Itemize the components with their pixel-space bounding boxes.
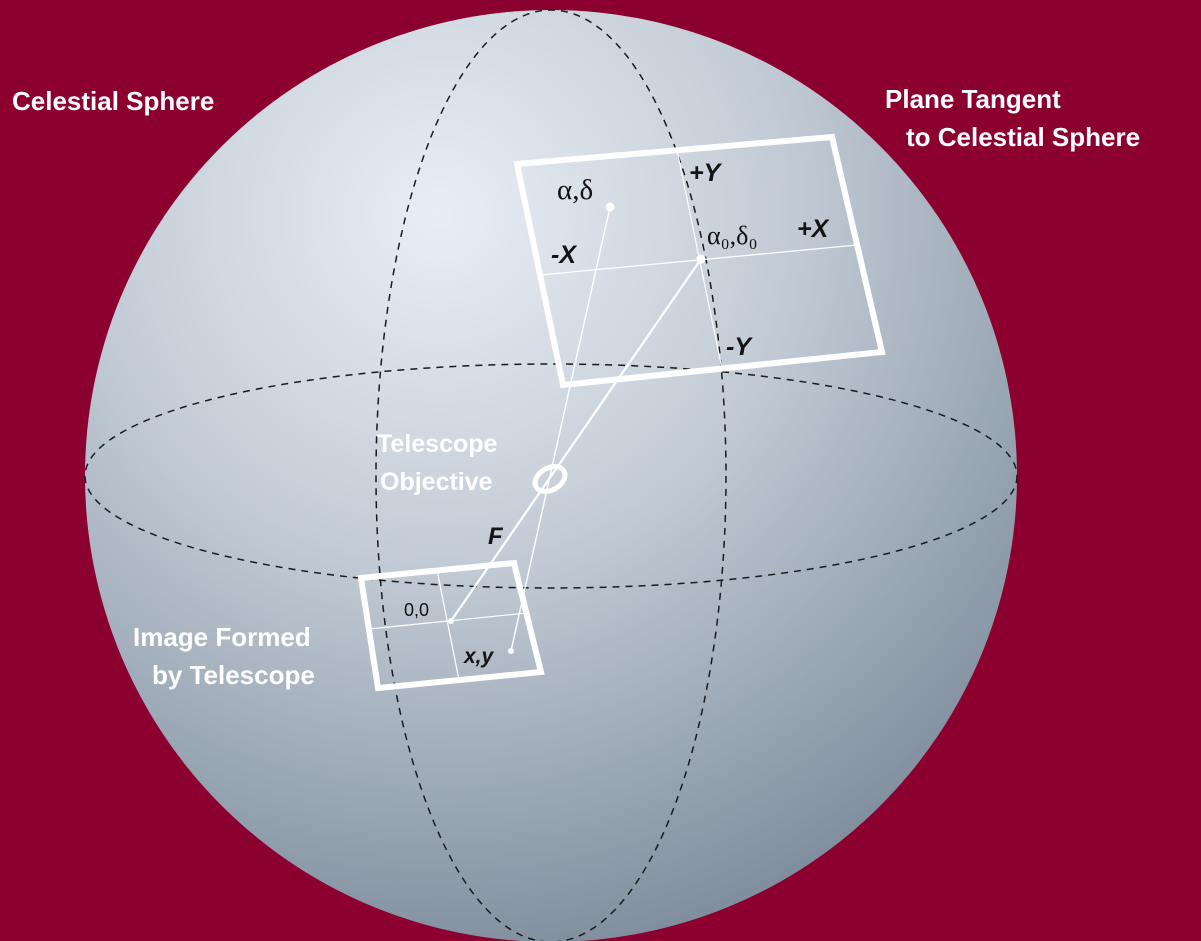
focal-length-label: F bbox=[488, 523, 504, 550]
minus-x-label: -X bbox=[551, 241, 577, 269]
telescope-label-line2: Objective bbox=[380, 468, 493, 496]
celestial-sphere-label: Celestial Sphere bbox=[12, 86, 214, 116]
image-point bbox=[508, 648, 514, 654]
origin-label: 0,0 bbox=[404, 600, 429, 620]
star-coords-label: α,δ bbox=[557, 174, 593, 206]
meridian-line bbox=[375, 9, 727, 941]
tangent-plane-label-line1: Plane Tangent bbox=[885, 84, 1061, 114]
image-label-line1: Image Formed bbox=[133, 622, 311, 652]
center-coords-label: α₀,δ₀ bbox=[707, 221, 758, 250]
telescope-objective-icon bbox=[532, 464, 568, 494]
image-point-label: x,y bbox=[463, 645, 495, 668]
image-plane-y-axis bbox=[436, 569, 460, 681]
minus-y-label: -Y bbox=[726, 333, 753, 361]
plus-y-label: +Y bbox=[689, 159, 723, 187]
plus-x-label: +X bbox=[797, 215, 830, 243]
star-projection-ray bbox=[510, 206, 611, 652]
tangent-point bbox=[696, 254, 706, 264]
telescope-label-line1: Telescope bbox=[377, 430, 498, 458]
origin-point bbox=[448, 618, 454, 624]
optical-axis-ray bbox=[450, 258, 702, 622]
equator-line bbox=[84, 363, 1018, 589]
star-point bbox=[605, 202, 615, 212]
image-plane bbox=[357, 559, 545, 692]
tangent-plane-label-line2: to Celestial Sphere bbox=[906, 122, 1140, 152]
tangent-plane bbox=[513, 133, 886, 389]
image-label-line2: by Telescope bbox=[152, 660, 315, 690]
